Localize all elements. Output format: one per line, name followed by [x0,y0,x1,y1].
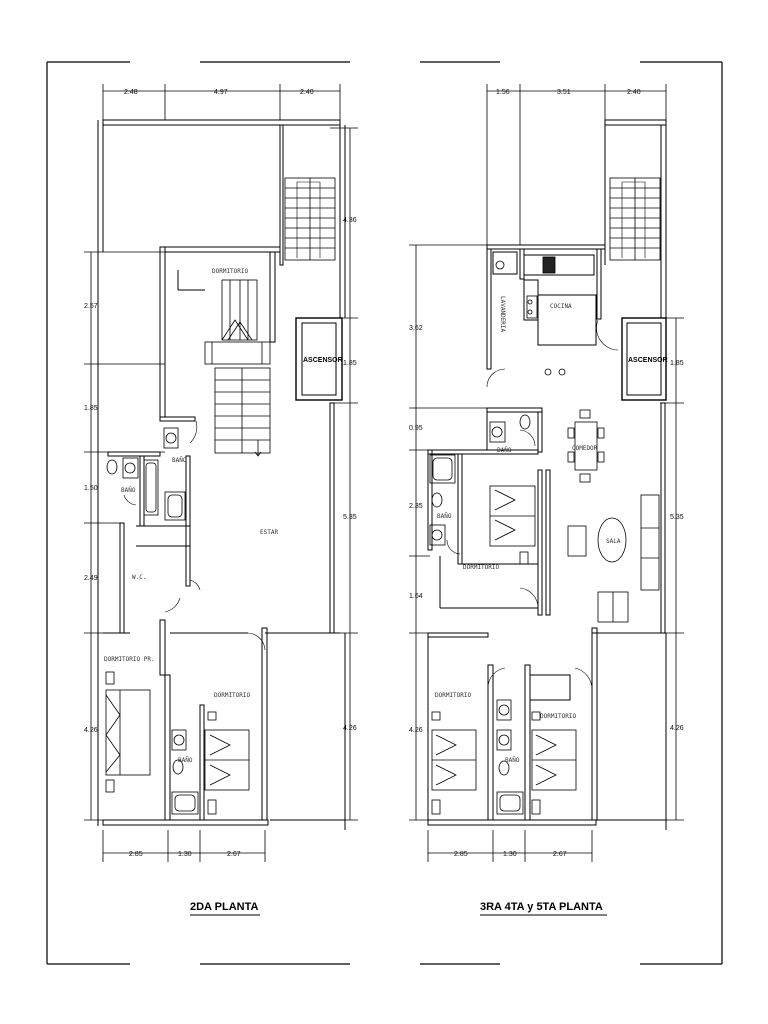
label-bano-2: BAÑO [437,513,452,520]
plan-title: 3RA 4TA y 5TA PLANTA [480,901,603,913]
dim-top-2: 3.51 [557,89,571,96]
beds [105,671,250,815]
bathroom-fixtures [106,427,199,815]
dim-left-2: 0.95 [409,425,423,432]
label-estar: ESTAR [260,529,278,536]
label-dormitorio-top: DORMITORIO [212,268,249,275]
label-dormitorio-4: DORMITORIO [540,713,577,720]
dim-top-2: 4.97 [214,89,228,96]
label-dormitorio-pr: DORMITORIO PR. [104,656,155,663]
dim-left-5: 4.26 [84,727,98,734]
dim-top-1: 1.56 [496,89,510,96]
label-comedor: COMEDOR [572,445,598,452]
dim-bottom-2: 1.30 [503,851,517,858]
stair [609,177,661,261]
label-bano-1: BAÑO [497,447,512,454]
label-bano-2: BAÑO [121,487,136,494]
label-dormitorio: DORMITORIO [463,564,500,571]
dim-bottom-1: 2.85 [454,851,468,858]
dim-left-4: 1.64 [409,593,423,600]
label-lavanderia: LAVANDERIA [499,296,506,333]
door-swings [446,319,619,691]
label-wc: W.C. [132,574,146,581]
label-sala: SALA [606,538,621,545]
dim-left-5: 4.26 [409,727,423,734]
dim-left-1: 3.62 [409,325,423,332]
plan-3ra-4ta-5ta-planta: 1.56 3.51 2.40 2.85 1.30 2.67 3.62 0.95 … [409,84,684,916]
dim-top-1: 2.48 [124,89,138,96]
label-bano-3: BAÑO [178,757,193,764]
label-ascensor: ASCENSOR [303,357,343,364]
beds [431,485,577,815]
dim-right-1: 1.85 [670,360,684,367]
dim-top-3: 2.40 [300,89,314,96]
sheet-frame [46,61,723,965]
plan-2da-planta: 2.48 4.97 2.40 2.85 1.30 2.67 2.57 1.85 … [84,84,358,916]
label-bano-1: BAÑO [172,457,187,464]
label-dormitorio-2: DORMITORIO [214,692,251,699]
kitchen-fixtures [495,256,566,376]
label-cocina: COCINA [550,303,572,310]
dim-right-1: 4.36 [343,217,357,224]
top-dimension-line [102,84,341,120]
dim-left-3: 2.35 [409,503,423,510]
bottom-dimension-line [102,830,266,862]
bathroom-fixtures [429,414,531,815]
dining-table [567,409,605,483]
dim-left-2: 1.85 [84,405,98,412]
label-ascensor: ASCENSOR [628,357,668,364]
label-bano-3: BAÑO [505,757,520,764]
dim-right-2: 5.35 [670,514,684,521]
dim-bottom-1: 2.85 [129,851,143,858]
living-furniture [567,494,660,623]
plan-title: 2DA PLANTA [190,901,259,913]
right-dimension-line [660,317,684,821]
walls [97,119,346,830]
dim-right-4: 4.26 [343,725,357,732]
stair-upper [284,177,336,261]
dim-top-3: 2.40 [627,89,641,96]
dim-bottom-3: 2.67 [553,851,567,858]
dim-right-3: 4.26 [670,725,684,732]
dim-right-2: 1.85 [343,360,357,367]
top-dimension-line [486,84,667,245]
dim-bottom-2: 1.30 [178,851,192,858]
dim-left-4: 2.49 [84,575,98,582]
dim-left-3: 1.50 [84,485,98,492]
bottom-dimension-line [427,830,593,862]
label-dormitorio-3: DORMITORIO [435,692,472,699]
walls [427,119,667,830]
dim-left-1: 2.57 [84,303,98,310]
door-swings [123,420,266,651]
stair-center [204,279,271,457]
dim-right-3: 5.35 [343,514,357,521]
dim-bottom-3: 2.67 [227,851,241,858]
